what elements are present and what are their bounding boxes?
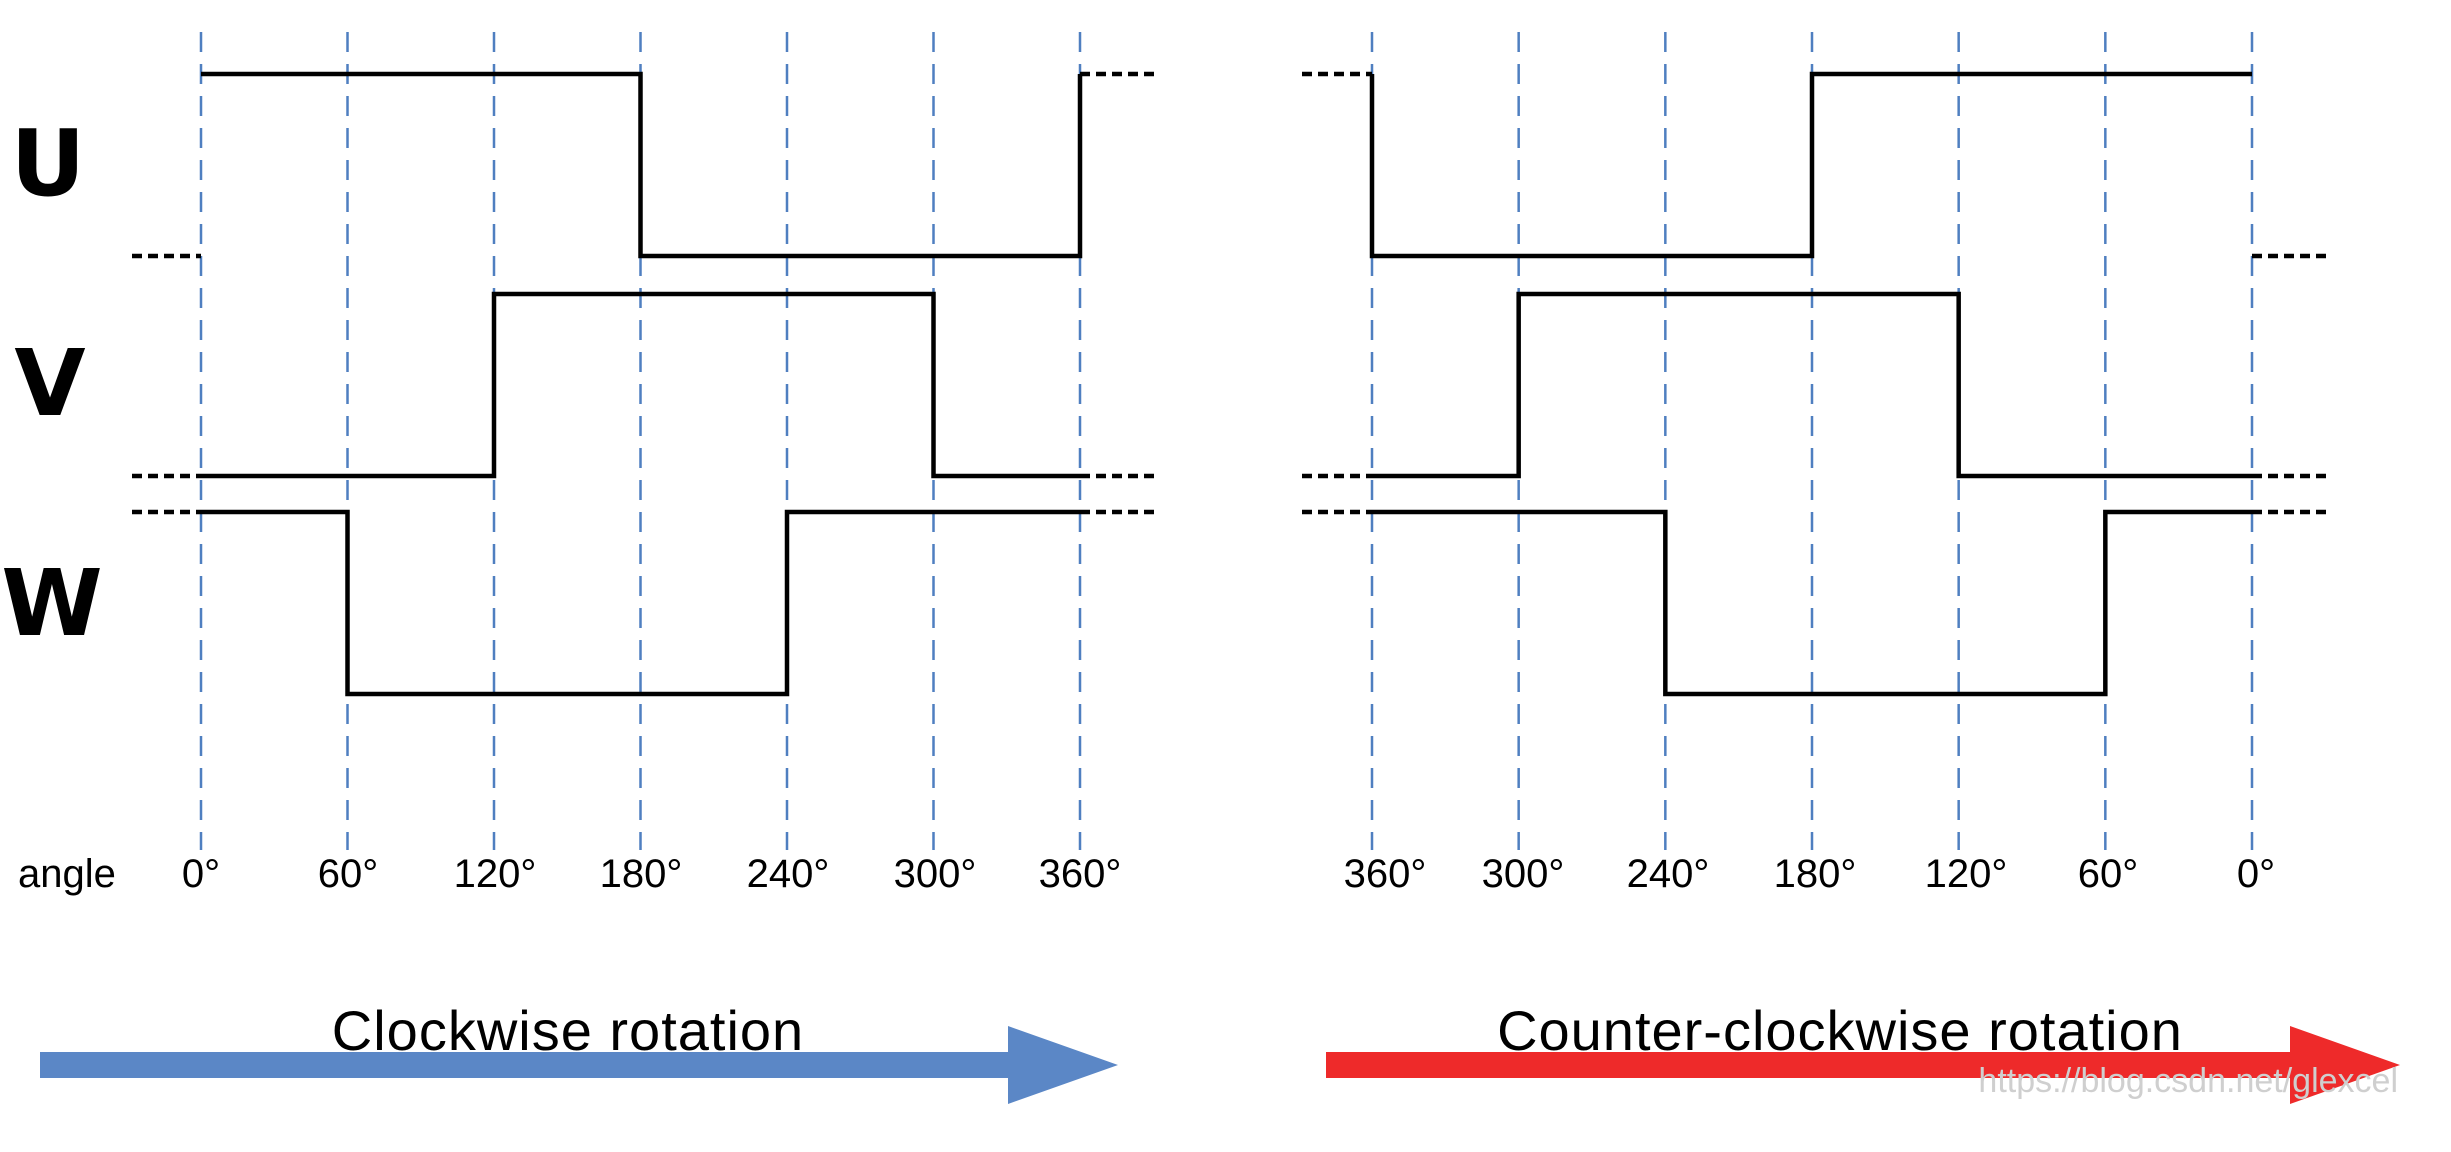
waveform-v (1372, 291, 2252, 479)
waveform-u (201, 71, 1083, 259)
ccw-tick-360: 360° (1344, 852, 1427, 896)
ccw-tick-300: 300° (1482, 852, 1565, 896)
ccw-tick-240: 240° (1627, 852, 1710, 896)
waveform-v (201, 291, 1080, 479)
signal-label-u: U (11, 110, 86, 217)
counter-clockwise-waveforms (1302, 71, 2326, 697)
waveform-u (1369, 71, 2252, 259)
waveform-w (1372, 509, 2252, 697)
cw-tick-180: 180° (600, 852, 683, 896)
clockwise-panel: 0° 60° 120° 180° 240° 300° 360° Clockwis… (40, 32, 1156, 1104)
cw-tick-0: 0° (182, 852, 220, 896)
counter-clockwise-tick-labels: 360° 300° 240° 180° 120° 60° 0° (1344, 852, 2275, 896)
clockwise-tick-labels: 0° 60° 120° 180° 240° 300° 360° (182, 852, 1121, 896)
clockwise-arrow (40, 1026, 1118, 1104)
waveform-w (201, 509, 1080, 697)
cw-tick-360: 360° (1039, 852, 1122, 896)
cw-tick-60: 60° (318, 852, 379, 896)
watermark: https://blog.csdn.net/glexcel (1978, 1062, 2398, 1100)
signal-label-v: V (14, 330, 85, 437)
cw-tick-120: 120° (454, 852, 537, 896)
angle-axis-label: angle (18, 852, 116, 896)
cw-tick-240: 240° (747, 852, 830, 896)
ccw-tick-0: 0° (2237, 852, 2275, 896)
ccw-tick-60: 60° (2078, 852, 2139, 896)
ccw-tick-180: 180° (1774, 852, 1857, 896)
clockwise-caption: Clockwise rotation (332, 999, 804, 1062)
signal-label-w: W (1, 550, 102, 657)
cw-tick-300: 300° (894, 852, 977, 896)
counter-clockwise-caption: Counter-clockwise rotation (1497, 999, 2183, 1062)
counter-clockwise-arrow (1326, 1026, 2400, 1104)
ccw-tick-120: 120° (1925, 852, 2008, 896)
clockwise-waveforms (132, 71, 1156, 697)
counter-clockwise-panel: 360° 300° 240° 180° 120° 60° 0° Counter-… (1302, 32, 2400, 1104)
